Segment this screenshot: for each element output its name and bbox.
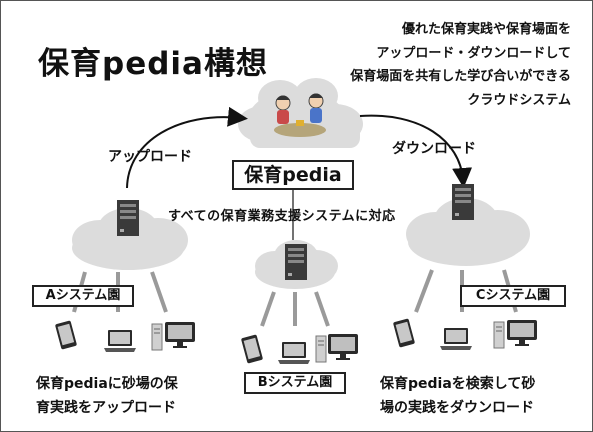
tablet-b-icon	[240, 334, 264, 364]
caption-line: 保育pediaに砂場の保	[36, 376, 178, 392]
support-label: すべての保育業務支援システムに対応	[168, 209, 396, 224]
system-c-label: Cシステム園	[460, 285, 566, 307]
caption-line: 保育pediaを検索して砂	[380, 376, 536, 392]
server-b-icon	[285, 244, 307, 280]
tablet-a-icon	[54, 320, 78, 350]
download-label: ダウンロード	[392, 141, 476, 157]
tablet-c-icon	[392, 318, 416, 348]
cloud-c	[406, 198, 530, 266]
desktop-tower-c-icon	[493, 321, 505, 349]
description-line: クラウドシステム	[467, 92, 571, 108]
desktop-tower-a-icon	[151, 323, 163, 351]
description-line: 優れた保育実践や保育場面を	[401, 22, 571, 37]
caption-line: 育実践をアップロード	[36, 400, 176, 416]
system-c-caption: 保育pediaを検索して砂 場の実践をダウンロード	[380, 372, 535, 420]
main-title: 保育pedia構想	[38, 46, 268, 82]
laptop-c-icon	[440, 328, 472, 350]
system-a-caption: 保育pediaに砂場の保 育実践をアップロード	[36, 372, 178, 420]
download-arrow	[359, 114, 473, 188]
concept-description: 優れた保育実践や保育場面を アップロード・ダウンロードして 保育場面を共有した学…	[331, 18, 571, 112]
server-a-icon	[117, 200, 139, 236]
monitor-b-icon	[328, 334, 358, 360]
server-c-icon	[452, 184, 474, 220]
description-line: アップロード・ダウンロードして	[376, 45, 571, 61]
children-playing-illustration	[274, 93, 326, 137]
upload-arrow	[126, 106, 248, 189]
caption-line: 場の実践をダウンロード	[380, 400, 534, 416]
system-b-label: Bシステム園	[244, 372, 346, 394]
upload-label: アップロード	[108, 149, 192, 165]
monitor-a-icon	[165, 322, 195, 348]
desktop-tower-b-icon	[315, 335, 327, 363]
laptop-a-icon	[104, 330, 136, 352]
monitor-c-icon	[507, 320, 537, 346]
laptop-b-icon	[278, 342, 310, 364]
platform-label: 保育pedia	[232, 160, 354, 190]
sync-arrows-b	[260, 291, 330, 327]
system-a-label: Aシステム園	[32, 285, 134, 307]
description-line: 保育場面を共有した学び合いができる	[350, 69, 571, 84]
